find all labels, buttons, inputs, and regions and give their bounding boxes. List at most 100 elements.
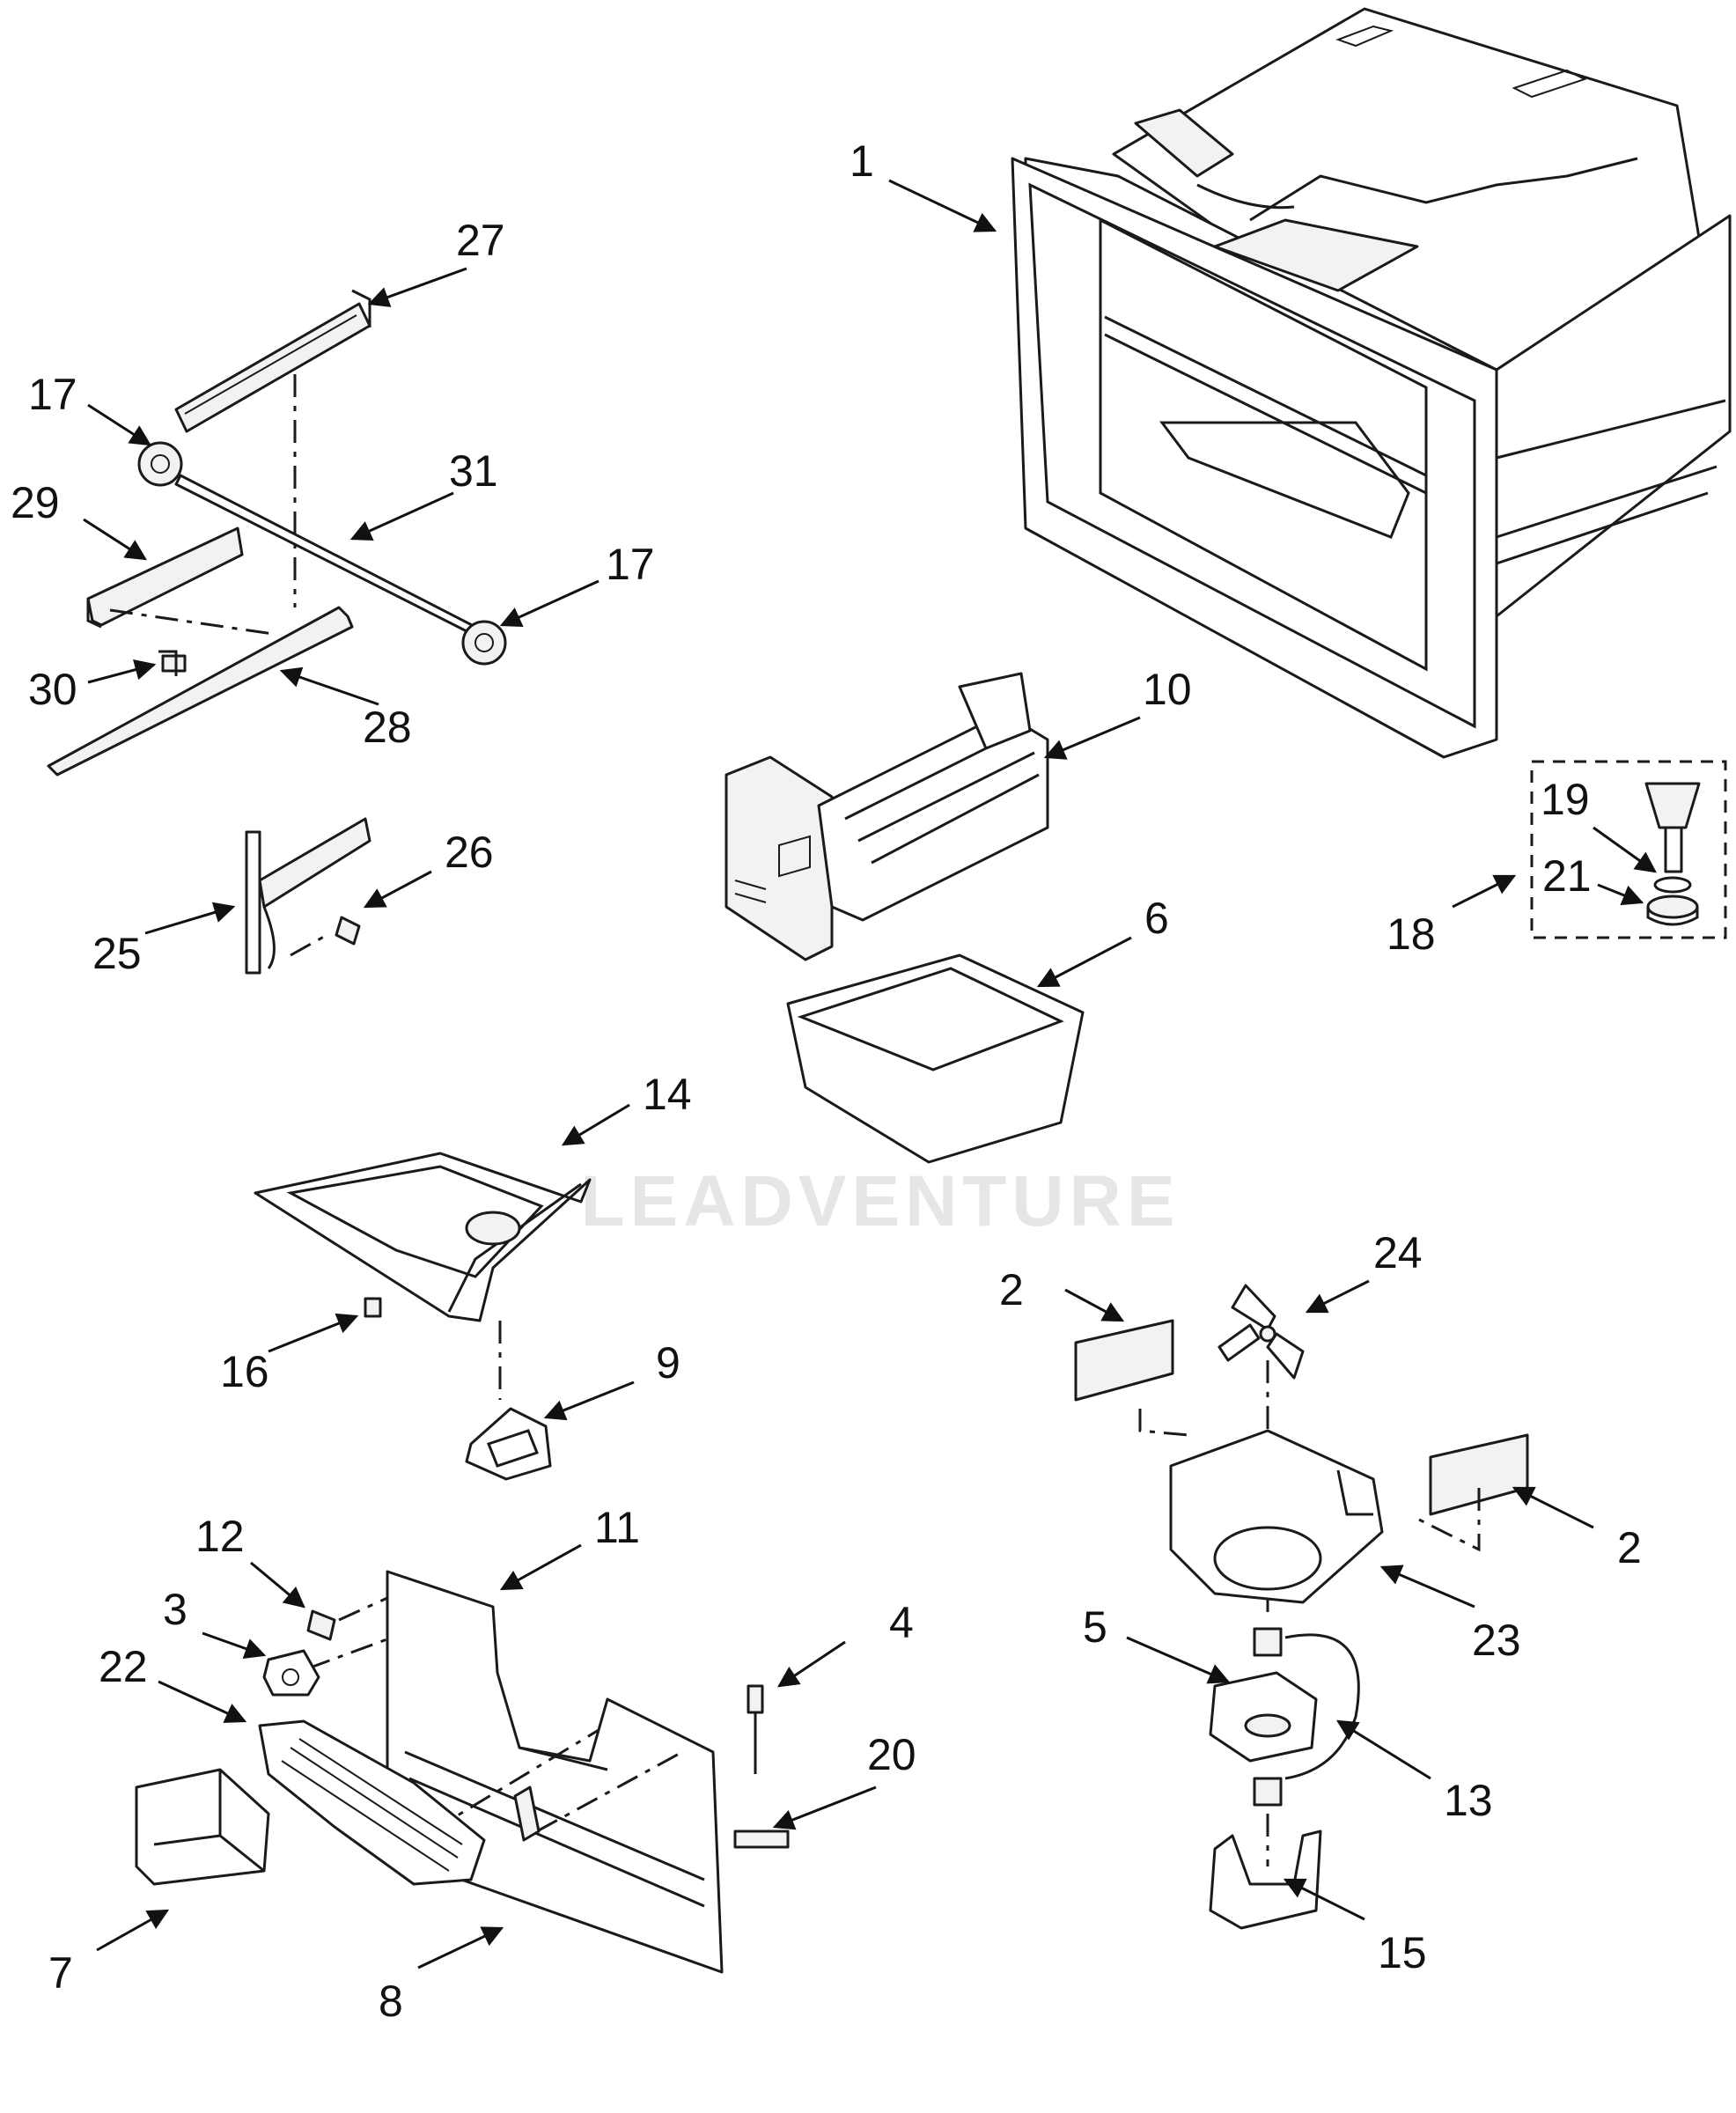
leader-13	[1335, 1719, 1431, 1780]
callout-label-23: 23	[1472, 1616, 1521, 1665]
part-9-cap	[465, 1407, 552, 1481]
callout-label-17: 17	[28, 370, 77, 419]
part-12-screw	[306, 1609, 336, 1641]
leader-6	[1036, 936, 1132, 988]
callout-label-5: 5	[1083, 1602, 1107, 1652]
leader-1	[888, 179, 997, 232]
leader-26	[363, 870, 432, 909]
alignment-line	[307, 1636, 393, 1670]
leader-27	[367, 267, 467, 307]
part-24-fan-blade	[1217, 1284, 1305, 1380]
leader-30	[87, 659, 157, 684]
part-17-gear-right	[461, 620, 507, 666]
callout-label-3: 3	[163, 1585, 188, 1634]
callout-label-16: 16	[220, 1347, 269, 1396]
part-28-slide	[47, 606, 354, 777]
part-5-fan-motor	[1209, 1627, 1318, 1807]
callout-label-9: 9	[656, 1338, 680, 1388]
part-18-kit-box	[1530, 760, 1727, 939]
leader-2a	[1064, 1288, 1125, 1322]
leader-2b	[1512, 1486, 1594, 1529]
part-27-rail	[174, 289, 371, 433]
part-6-ice-bin	[786, 953, 1085, 1164]
callout-label-27: 27	[456, 216, 505, 265]
callout-label-21: 21	[1542, 851, 1592, 901]
part-21-cap	[1646, 895, 1699, 926]
leader-21	[1597, 883, 1644, 906]
part-1-housing	[1011, 7, 1732, 759]
part-2-pad-left	[1074, 1319, 1174, 1402]
callout-label-29: 29	[11, 478, 60, 527]
leader-18	[1452, 874, 1517, 909]
part-30-screw	[158, 650, 187, 676]
callout-label-31: 31	[449, 446, 498, 496]
leader-25	[144, 902, 236, 935]
part-14-chute	[254, 1152, 592, 1322]
leader-20	[772, 1785, 877, 1830]
alignment-line	[338, 1596, 388, 1622]
leader-31	[349, 491, 454, 541]
leader-29	[83, 518, 148, 561]
leader-14	[561, 1103, 630, 1146]
callout-label-8: 8	[379, 1977, 403, 2026]
leader-15	[1283, 1878, 1365, 1921]
callout-label-30: 30	[28, 665, 77, 714]
leader-17a	[87, 403, 152, 446]
alignment-line	[430, 1728, 600, 1833]
leader-4	[777, 1640, 846, 1688]
part-10-icemaker	[725, 672, 1049, 961]
part-26-screw	[335, 916, 361, 946]
callout-label-20: 20	[867, 1730, 916, 1779]
part-29-bracket	[86, 526, 244, 629]
part-13-wire-harness	[1284, 1633, 1360, 1780]
part-23-fan-shroud	[1169, 1429, 1384, 1604]
callout-label-6: 6	[1144, 894, 1169, 943]
callout-label-13: 13	[1444, 1776, 1493, 1825]
callout-label-25: 25	[92, 929, 142, 978]
alignment-line	[1416, 1488, 1481, 1552]
leader-24	[1305, 1279, 1370, 1314]
callout-label-7: 7	[48, 1948, 73, 1998]
leader-7	[96, 1909, 170, 1952]
leader-9	[543, 1380, 635, 1421]
leader-lines	[83, 179, 1657, 1969]
alignment-line	[536, 1750, 683, 1833]
leader-3	[202, 1631, 267, 1660]
watermark-text: LEADVENTURE	[580, 1161, 1180, 1241]
callout-label-22: 22	[99, 1642, 148, 1691]
leader-8	[417, 1926, 504, 1969]
leader-12	[250, 1561, 305, 1609]
part-7-housing	[135, 1768, 270, 1886]
part-19-fitting	[1644, 782, 1701, 873]
part-22-grille	[258, 1719, 486, 1886]
part-17-gear-left	[137, 441, 183, 487]
callout-label-2: 2	[999, 1265, 1024, 1314]
part-20-strip	[733, 1830, 790, 1849]
part-19-ring	[1653, 876, 1692, 894]
callout-label-19: 19	[1541, 775, 1590, 824]
leader-5	[1126, 1636, 1231, 1684]
callout-label-15: 15	[1378, 1928, 1427, 1977]
leader-17b	[499, 579, 600, 627]
callout-label-4: 4	[889, 1598, 914, 1647]
leader-23	[1379, 1565, 1475, 1609]
callout-label-18: 18	[1387, 909, 1436, 959]
callout-label-11: 11	[594, 1503, 640, 1552]
callout-label-14: 14	[643, 1070, 692, 1119]
leader-11	[499, 1543, 582, 1591]
part-8-lamp	[513, 1785, 541, 1842]
leader-28	[279, 666, 379, 706]
leader-16	[268, 1313, 359, 1353]
part-11-cover-panel	[386, 1570, 724, 1974]
leader-10	[1043, 716, 1141, 760]
callout-label-26: 26	[445, 828, 494, 877]
part-15-motor-bracket	[1209, 1830, 1322, 1930]
alignment-line	[1138, 1409, 1189, 1437]
alignment-line	[109, 608, 274, 636]
callout-labels: 1 27 17 31 29 17 30 28 26 25 10 19 21 18…	[11, 136, 1642, 2026]
callout-label-28: 28	[363, 703, 412, 752]
leader-22	[158, 1680, 247, 1723]
part-16-clip	[364, 1297, 382, 1318]
callout-label-1: 1	[850, 136, 874, 186]
